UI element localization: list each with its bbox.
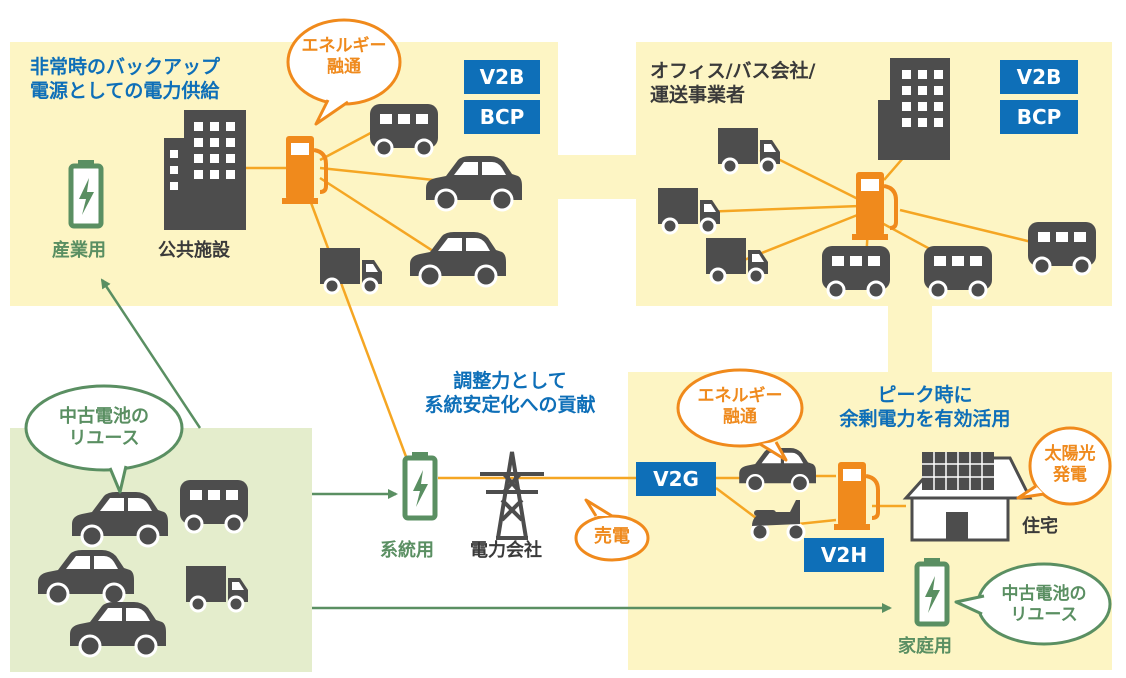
energy-sharing-bubble-top: エネルギー 融通: [301, 36, 387, 77]
home-battery-label: 家庭用: [898, 636, 952, 657]
tag-bcp-right: BCP: [1000, 100, 1078, 134]
office-bus-transport-title: オフィス/バス会社/ 運送事業者: [650, 60, 816, 106]
sell-electricity-bubble: 売電: [594, 526, 630, 547]
tag-v2b-right: V2B: [1000, 60, 1078, 94]
house-label: 住宅: [1022, 516, 1058, 537]
solar-power-bubble: 太陽光 発電: [1044, 444, 1096, 485]
tag-v2b-left: V2B: [464, 60, 540, 94]
peak-surplus-title: ピーク時に 余剰電力を有効活用: [839, 384, 1011, 430]
backup-power-title: 非常時のバックアップ 電源としての電力供給: [30, 56, 221, 102]
energy-sharing-bubble-bottom: エネルギー 融通: [697, 386, 783, 427]
industrial-battery-label: 産業用: [52, 240, 106, 261]
grid-stabilization-title: 調整力として 系統安定化への貢献: [424, 370, 596, 416]
tag-v2g: V2G: [636, 462, 716, 496]
power-company-label: 電力会社: [470, 540, 542, 561]
public-facility-label: 公共施設: [158, 240, 230, 261]
tag-v2h: V2H: [804, 538, 884, 572]
battery-reuse-bubble-left: 中古電池の リユース: [59, 406, 149, 449]
tag-bcp-left: BCP: [464, 100, 540, 134]
grid-battery-label: 系統用: [380, 540, 434, 561]
battery-reuse-bubble-right: 中古電池の リユース: [1001, 584, 1087, 625]
